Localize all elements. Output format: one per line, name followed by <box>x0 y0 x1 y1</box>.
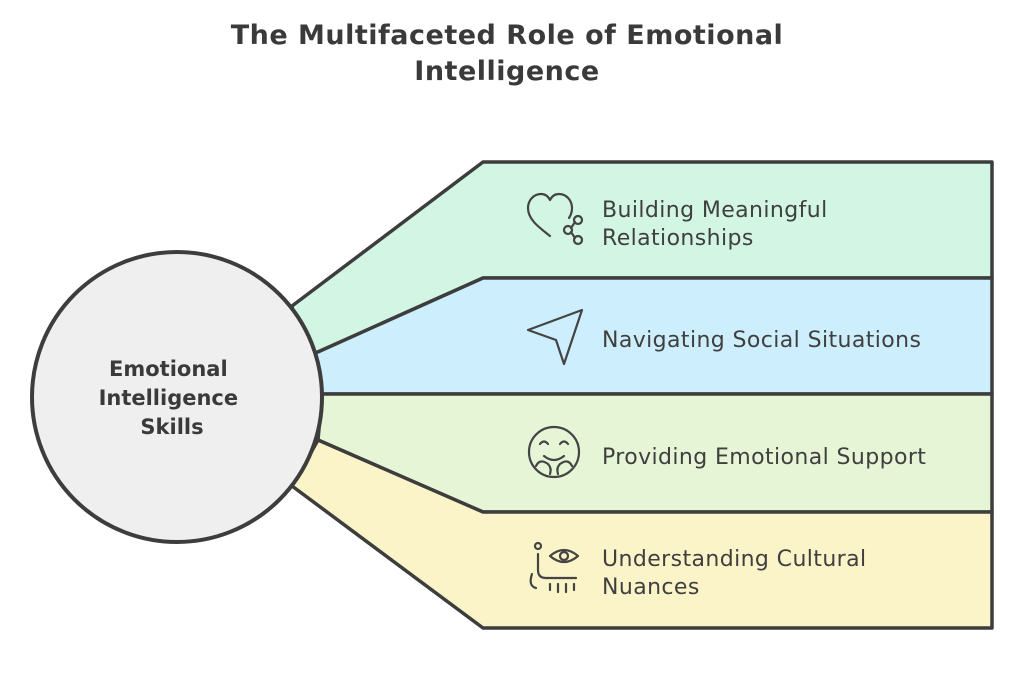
hub-node: Emotional Intelligence Skills <box>30 250 324 544</box>
hub-circle <box>30 250 324 544</box>
branch-label-0-line-1: Relationships <box>602 226 754 251</box>
branch-label-3-line-0: Understanding Cultural <box>602 547 867 572</box>
branch-label-0: Building Meaningful Relationships <box>602 198 835 251</box>
eye-culture-icon <box>529 541 580 594</box>
diagram-title: The Multifaceted Role of Emotional Intel… <box>230 20 784 87</box>
branch-label-1-line-0: Navigating Social Situations <box>602 328 921 353</box>
branch-label-1: Navigating Social Situations <box>602 328 921 353</box>
hub-label-line-0: Emotional <box>109 357 228 381</box>
hub-label: Emotional Intelligence Skills <box>99 357 246 439</box>
navigation-arrow-icon <box>526 308 584 366</box>
branch-label-3-line-1: Nuances <box>602 575 700 600</box>
hugging-face-icon <box>527 425 581 479</box>
branch-label-3: Understanding Cultural Nuances <box>602 547 874 600</box>
branch-label-0-line-0: Building Meaningful <box>602 198 828 223</box>
hub-label-line-2: Skills <box>140 415 203 439</box>
branch-label-2-line-0: Providing Emotional Support <box>602 445 926 470</box>
heart-network-icon <box>526 192 584 246</box>
branch-label-2: Providing Emotional Support <box>602 445 926 470</box>
branch-cultural-nuances: Understanding Cultural Nuances <box>290 438 994 630</box>
branch-building-relationships: Building Meaningful Relationships <box>290 160 994 362</box>
hub-label-line-1: Intelligence <box>99 386 239 410</box>
